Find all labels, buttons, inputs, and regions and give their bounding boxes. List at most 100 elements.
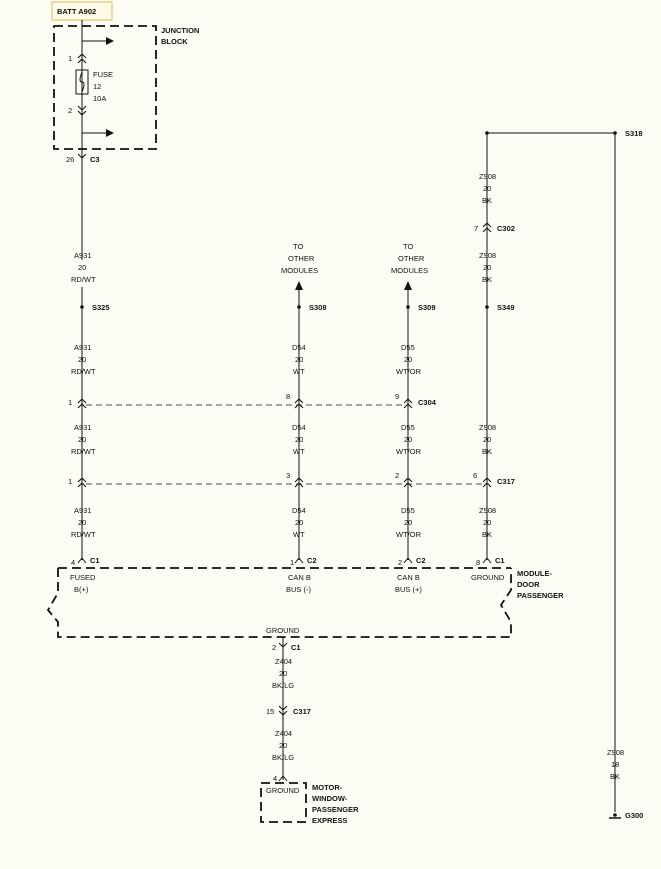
wire-color: BK: [610, 772, 620, 781]
motor-name: EXPRESS: [312, 816, 347, 825]
wire-id: Z908: [479, 423, 496, 432]
splice-dot: [297, 305, 301, 309]
pin-label: 2: [398, 558, 402, 567]
splice-dot: [613, 813, 617, 817]
connector-chevron-icon: [482, 477, 492, 488]
wire-id: Z908: [479, 172, 496, 181]
to-other-label: OTHER: [398, 254, 425, 263]
wire-id: D55: [401, 343, 415, 352]
pin-label: 2: [68, 106, 72, 115]
splice-label: S309: [418, 303, 436, 312]
wire-gauge: 20: [295, 355, 303, 364]
pin-label: 2: [272, 643, 276, 652]
wire-gauge: 20: [78, 263, 86, 272]
connector-chevron-icon: [294, 477, 304, 488]
wire-id: D55: [401, 506, 415, 515]
connector-chevron-icon: [294, 398, 304, 409]
module-pin-label: B(+): [74, 585, 89, 594]
connector-chevron-icon: [403, 398, 413, 409]
wire-gauge: 20: [483, 518, 491, 527]
wire-color: RD/WT: [71, 447, 96, 456]
motor-window-outline: [260, 782, 307, 823]
splice-dot: [485, 305, 489, 309]
pin-label: 1: [68, 398, 72, 407]
wire-color: WT/OR: [396, 447, 422, 456]
junction-block-title: JUNCTION: [161, 26, 199, 35]
wire-color: WT/OR: [396, 367, 422, 376]
connector-label: C302: [497, 224, 515, 233]
connector-label: C1: [90, 556, 100, 565]
wire-color: RD/WT: [71, 275, 96, 284]
module-door-outline: [46, 567, 512, 638]
wire-color: BK: [482, 275, 492, 284]
wire-id: Z404: [275, 729, 292, 738]
pin-label: 2: [395, 471, 399, 480]
splice-label: S325: [92, 303, 110, 312]
arrow-right-icon: [106, 37, 114, 45]
pin-label: 1: [68, 477, 72, 486]
pin-label: 4: [273, 774, 277, 783]
wire-gauge: 20: [483, 184, 491, 193]
wire-id: D54: [292, 506, 306, 515]
wire-color: WT: [293, 447, 305, 456]
module-name: MODULE-: [517, 569, 552, 578]
splice-label: S349: [497, 303, 515, 312]
junction-block-title-2: BLOCK: [161, 37, 188, 46]
connector-chevron-icon: [482, 222, 492, 233]
module-pin-label: CAN B: [288, 573, 311, 582]
connector-chevron-icon: [77, 557, 87, 564]
connector-chevron-icon: [77, 398, 87, 409]
wire-gauge: 20: [78, 435, 86, 444]
wire-id: Z908: [479, 251, 496, 260]
connector-chevron-icon: [77, 53, 87, 64]
wire-color: BK: [482, 530, 492, 539]
pin-label: 4: [71, 558, 75, 567]
wire-color: BK/LG: [272, 753, 294, 762]
wire-id: A931: [74, 343, 92, 352]
connector-label: C2: [307, 556, 317, 565]
module-ground-label: GROUND: [266, 626, 300, 635]
batt-label: BATT A902: [57, 7, 96, 16]
wire-gauge: 20: [404, 435, 412, 444]
wire-id: Z404: [275, 657, 292, 666]
connector-chevron-icon: [278, 642, 288, 648]
wire-gauge: 20: [279, 669, 287, 678]
module-pin-label: CAN B: [397, 573, 420, 582]
module-name: PASSENGER: [517, 591, 564, 600]
fuse-element: [79, 71, 85, 93]
wire-id: D54: [292, 423, 306, 432]
junction-block-outline: [53, 25, 157, 150]
wire-id: A931: [74, 251, 92, 260]
fuse-icon: [75, 69, 89, 95]
wire-gauge: 20: [404, 355, 412, 364]
connector-label: C1: [495, 556, 505, 565]
motor-ground-label: GROUND: [266, 786, 300, 795]
pin-label: 8: [476, 558, 480, 567]
pin-label: 1: [68, 54, 72, 63]
wire-id: D54: [292, 343, 306, 352]
connector-label: C304: [418, 398, 437, 407]
fuse-label: FUSE: [93, 70, 113, 79]
wire-gauge: 20: [404, 518, 412, 527]
connector-label: C3: [90, 155, 100, 164]
connector-chevron-icon: [482, 557, 492, 564]
to-other-label: TO: [293, 242, 303, 251]
connector-label: C1: [291, 643, 301, 652]
module-pin-label: GROUND: [471, 573, 505, 582]
arrow-up-icon: [404, 281, 412, 290]
connector-chevron-icon: [77, 477, 87, 488]
connector-c3-icon: [77, 153, 87, 159]
wire-color: BK/LG: [272, 681, 294, 690]
wire-gauge: 18: [611, 760, 619, 769]
wire-id: A931: [74, 423, 92, 432]
wire-id: Z908: [607, 748, 624, 757]
pin-label: 7: [474, 224, 478, 233]
connector-chevron-icon: [278, 705, 288, 716]
module-pin-label: BUS (+): [395, 585, 422, 594]
splice-label: S318: [625, 129, 643, 138]
arrow-right-icon: [106, 129, 114, 137]
wire-color: WT/OR: [396, 530, 422, 539]
pin-label: 9: [395, 392, 399, 401]
connector-label: C2: [416, 556, 426, 565]
